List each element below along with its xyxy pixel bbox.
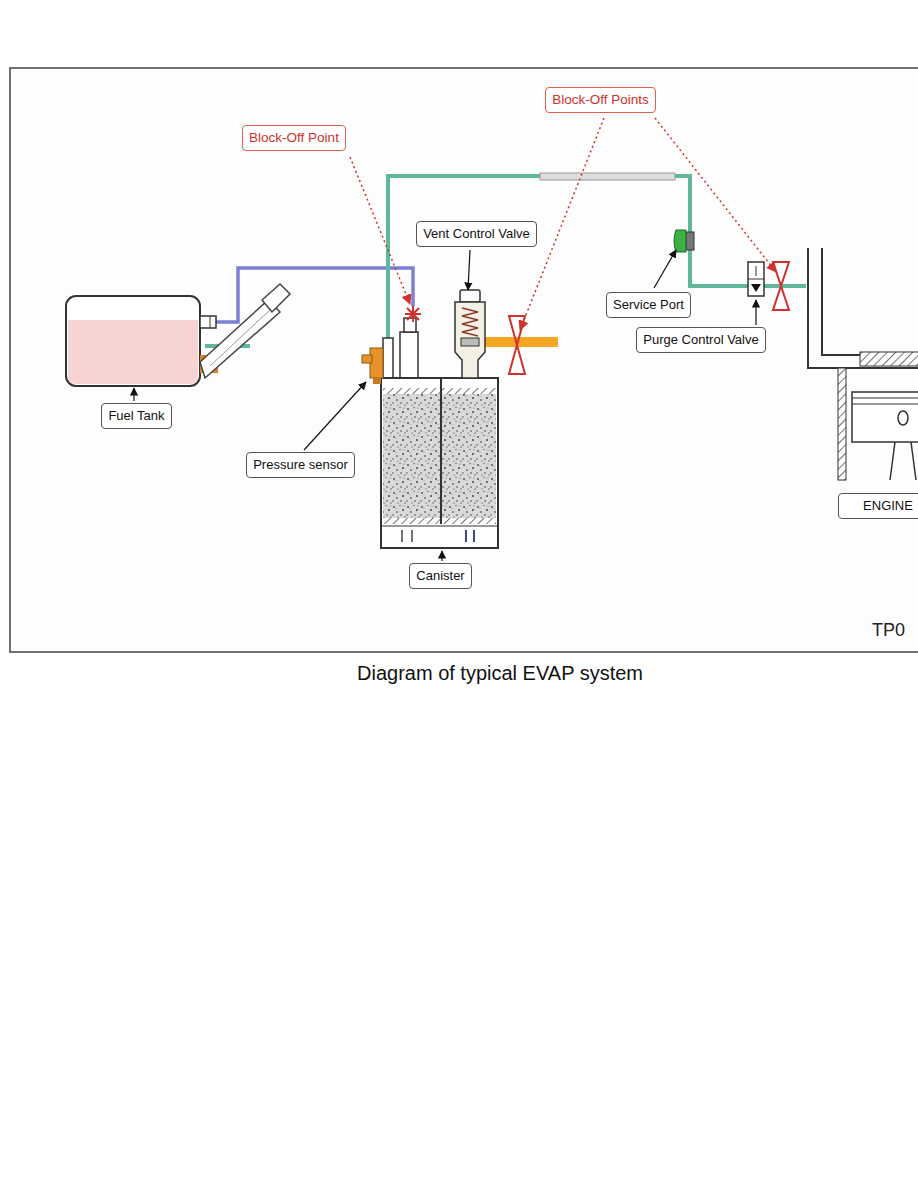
label-text: Pressure sensor xyxy=(253,457,348,473)
part-label: Vent Control Valve xyxy=(416,221,537,247)
label-text: Canister xyxy=(416,568,464,584)
part-label: Purge Control Valve xyxy=(636,327,766,353)
purge-pipe xyxy=(388,176,806,338)
part-label: ENGINE xyxy=(838,493,918,519)
pressure-sensor xyxy=(362,348,383,384)
block-off-symbol xyxy=(773,262,789,310)
label-text: Purge Control Valve xyxy=(643,332,758,348)
pipe-section xyxy=(540,173,675,180)
leader-lines xyxy=(134,118,776,561)
callout-box: Block-Off Points xyxy=(545,87,656,113)
frame xyxy=(10,68,918,652)
label-text: Block-Off Point xyxy=(249,130,339,146)
part-label: Pressure sensor xyxy=(246,452,355,478)
block-off-symbol xyxy=(509,316,525,374)
label-text: Block-Off Points xyxy=(552,92,649,108)
label-text: Fuel Tank xyxy=(108,408,164,424)
part-label: Canister xyxy=(409,563,472,589)
callout-box: Block-Off Point xyxy=(242,125,346,151)
service-port xyxy=(674,230,694,252)
engine xyxy=(808,248,918,480)
part-label: Fuel Tank xyxy=(101,403,172,429)
part-label: Service Port xyxy=(606,292,691,318)
vent-control-valve xyxy=(455,290,558,378)
fuel-tank xyxy=(66,284,290,386)
purge-control-valve xyxy=(748,262,764,296)
caption: Diagram of typical EVAP system xyxy=(357,662,643,685)
figure-code: TP0 xyxy=(872,620,905,641)
vapor-pipe xyxy=(216,268,413,322)
label-text: ENGINE xyxy=(863,498,913,514)
label-text: Vent Control Valve xyxy=(423,226,530,242)
label-text: Service Port xyxy=(613,297,684,313)
block-off-star xyxy=(405,306,421,322)
